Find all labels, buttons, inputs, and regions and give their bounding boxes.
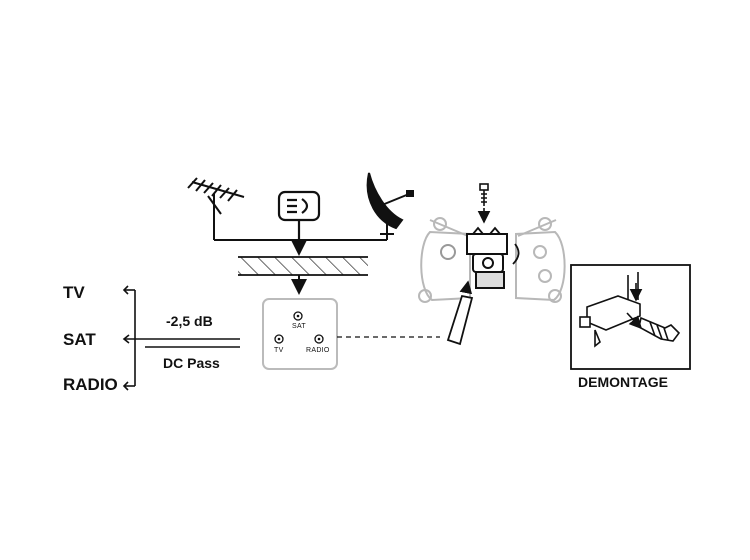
output-sat-label: SAT xyxy=(63,330,96,349)
socket-port-sat-label: SAT xyxy=(292,323,306,330)
wall-hatch xyxy=(238,257,368,275)
cable-icon xyxy=(446,280,474,346)
combiner-line xyxy=(214,239,387,256)
cable-connector-icon xyxy=(579,272,681,348)
indoor-antenna-icon xyxy=(277,190,321,240)
screw-icon xyxy=(477,183,491,224)
output-radio-label: RADIO xyxy=(63,375,118,394)
output-lines xyxy=(122,285,240,391)
antenna-icon xyxy=(187,177,245,240)
satellite-dish-icon xyxy=(366,172,414,240)
attenuation-label: -2,5 dB xyxy=(166,313,213,329)
socket-box xyxy=(262,298,338,370)
wall-socket-mounting-icon xyxy=(418,217,566,303)
demontage-label: DEMONTAGE xyxy=(578,374,668,390)
socket-port-radio-label: RADIO xyxy=(306,347,330,354)
socket-port-tv-label: TV xyxy=(274,347,284,354)
output-tv-label: TV xyxy=(63,283,85,302)
dc-pass-label: DC Pass xyxy=(163,355,220,371)
